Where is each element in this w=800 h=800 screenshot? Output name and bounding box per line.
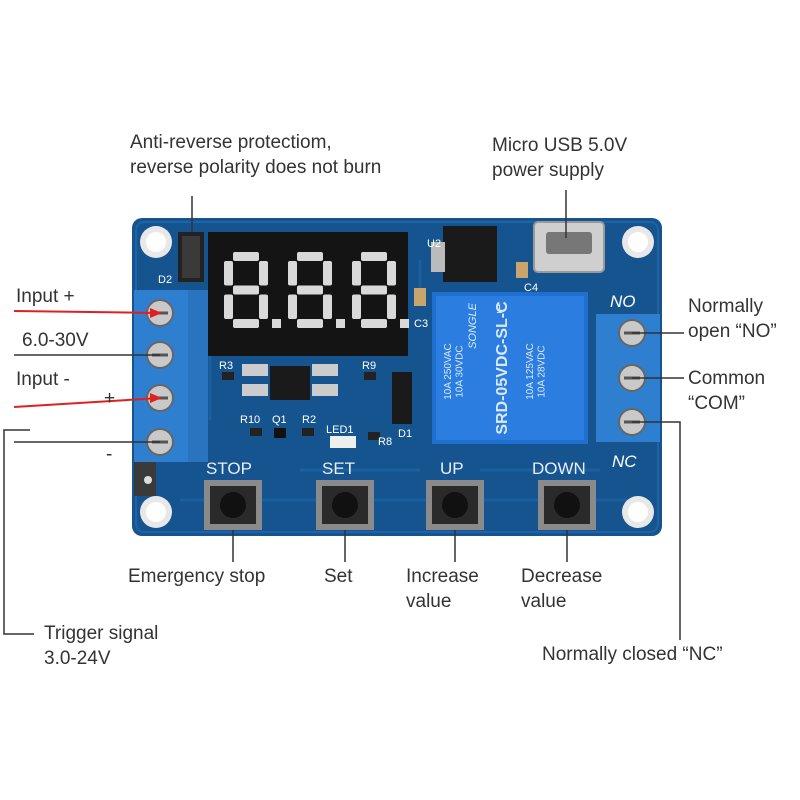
common-label: Common “COM” bbox=[688, 368, 766, 414]
voltage-regulator bbox=[443, 226, 497, 282]
segment bbox=[297, 285, 323, 295]
mounting-hole bbox=[622, 226, 654, 258]
normally-closed-label: Normally closed “NC” bbox=[542, 644, 723, 665]
silk-c3: C3 bbox=[414, 318, 429, 330]
silk-nc: NC bbox=[612, 452, 637, 471]
segment bbox=[361, 319, 387, 328]
relay-rating-3: 10A 250VAC bbox=[442, 343, 454, 400]
input-minus-wire bbox=[13, 397, 161, 408]
input-minus-label: Input - bbox=[16, 369, 70, 390]
stop-button-label: STOP bbox=[206, 459, 252, 478]
relay-model: SRD-05VDC-SL-C bbox=[494, 301, 511, 435]
mounting-hole bbox=[140, 226, 172, 258]
up-switch bbox=[426, 480, 484, 530]
relay-rating-1: 10A 125VAC bbox=[524, 343, 536, 400]
silk-r9: R9 bbox=[362, 360, 377, 372]
input-plus-label: Input + bbox=[16, 286, 75, 307]
display-digits bbox=[224, 252, 409, 328]
silk-q1: Q1 bbox=[272, 414, 287, 426]
silk-r10: R10 bbox=[240, 414, 261, 426]
segment bbox=[361, 285, 387, 295]
segment bbox=[233, 252, 259, 261]
segment bbox=[297, 319, 323, 328]
trigger-wire bbox=[3, 429, 34, 635]
down-switch bbox=[538, 480, 596, 530]
segment bbox=[387, 294, 396, 319]
stop-switch bbox=[204, 480, 262, 530]
relay-brand: SONGLE bbox=[466, 303, 479, 349]
segment bbox=[288, 294, 297, 319]
mounting-hole bbox=[622, 496, 654, 528]
emergency-stop-label: Emergency stop bbox=[128, 566, 266, 587]
segment bbox=[361, 252, 387, 261]
silk-led1: LED1 bbox=[326, 424, 354, 436]
trigger-signal-label: Trigger signal 3.0-24V bbox=[44, 623, 159, 669]
anti-reverse-label: Anti-reverse protectiom, reverse polarit… bbox=[130, 132, 382, 178]
relay-markings: SRD-05VDC-SL-C 10A 125VAC 10A 28VDC 10A … bbox=[436, 296, 584, 440]
silk-d2: D2 bbox=[158, 274, 173, 286]
segment bbox=[259, 294, 268, 319]
silk-no: NO bbox=[610, 292, 636, 311]
optocoupler bbox=[270, 366, 310, 400]
set-button-label: SET bbox=[322, 459, 356, 478]
decimal-point bbox=[336, 319, 345, 328]
down-button-label: DOWN bbox=[532, 459, 586, 478]
silk-r3: R3 bbox=[219, 360, 234, 372]
silk-c4: C4 bbox=[524, 282, 539, 294]
segment bbox=[288, 261, 297, 286]
input-plus-wire bbox=[13, 310, 161, 314]
segment bbox=[233, 319, 259, 328]
silk-r8: R8 bbox=[378, 436, 393, 448]
decimal-point bbox=[272, 319, 281, 328]
decrease-label: Decrease value bbox=[521, 566, 603, 612]
silk-d1: D1 bbox=[398, 428, 413, 440]
segment bbox=[352, 261, 361, 286]
minus-sign: - bbox=[106, 444, 113, 465]
decimal-point bbox=[400, 319, 409, 328]
segment bbox=[259, 261, 268, 286]
increase-label: Increase value bbox=[406, 566, 479, 612]
segment bbox=[297, 252, 323, 261]
normally-open-label: Normally open “NO” bbox=[688, 296, 777, 342]
usb-label: Micro USB 5.0V power supply bbox=[492, 135, 628, 181]
segment bbox=[224, 294, 233, 319]
silk-r2: R2 bbox=[302, 414, 317, 426]
relay-rating-2: 10A 28VDC bbox=[536, 345, 548, 398]
segment bbox=[387, 261, 396, 286]
silk-u2: U2 bbox=[427, 238, 442, 250]
set-switch bbox=[316, 480, 374, 530]
relay-pin-mark: 1 bbox=[496, 302, 503, 316]
mounting-hole bbox=[140, 496, 172, 528]
voltage-range-label: 6.0-30V bbox=[22, 330, 89, 351]
relay-rating-4: 10A 30VDC bbox=[454, 345, 466, 398]
segment bbox=[233, 285, 259, 295]
up-button-label: UP bbox=[440, 459, 464, 478]
segment bbox=[323, 294, 332, 319]
segment bbox=[224, 261, 233, 286]
plus-sign: + bbox=[104, 388, 116, 409]
segment bbox=[352, 294, 361, 319]
segment bbox=[323, 261, 332, 286]
set-label: Set bbox=[324, 566, 353, 587]
